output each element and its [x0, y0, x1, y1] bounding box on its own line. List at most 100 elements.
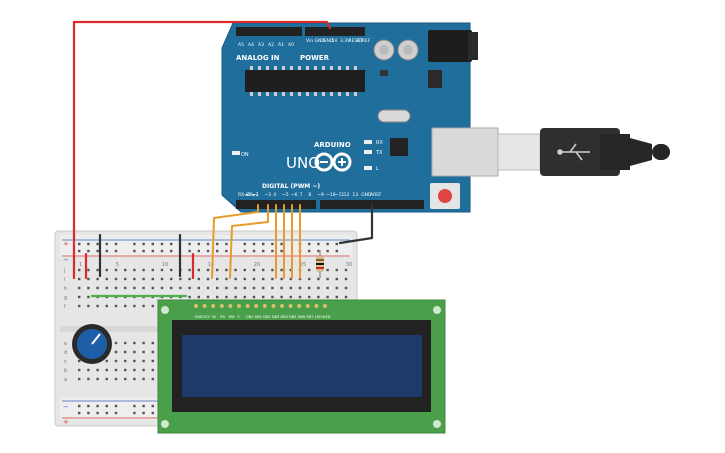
grid-hole: [197, 295, 200, 299]
grid-hole: [105, 286, 108, 290]
rail-hole: [170, 249, 173, 253]
rail-hole: [225, 242, 228, 246]
grid-hole: [335, 286, 338, 290]
grid-hole: [133, 350, 136, 354]
row-letter: e: [64, 341, 67, 347]
grid-hole: [326, 268, 329, 272]
rail-hole: [262, 249, 265, 253]
grid-hole: [188, 295, 191, 299]
grid-hole: [114, 359, 118, 363]
grid-hole: [289, 268, 292, 272]
grid-hole: [280, 295, 283, 299]
rail-hole: [78, 242, 81, 246]
lcd-pin-label: DB2: [263, 315, 270, 319]
lcd-pin-label: DB7: [306, 315, 313, 319]
pin-label: 13: [352, 192, 358, 198]
pin-label: GND: [323, 38, 334, 44]
rail-hole: [252, 242, 256, 246]
rail-hole: [142, 249, 145, 253]
wire-5v: [72, 20, 332, 280]
lcd-pin: [211, 304, 216, 308]
grid-hole: [142, 377, 145, 381]
grid-hole: [206, 286, 210, 290]
lcd-pin-label: DB1: [255, 315, 262, 319]
grid-hole: [252, 268, 256, 272]
resistor: [316, 250, 324, 278]
rail-hole: [280, 242, 283, 246]
rail-hole: [308, 242, 311, 246]
arduino-uno: UNO ARDUINO ON RX TX L POWER ANALOG IN D…: [221, 22, 478, 213]
grid-hole: [78, 286, 81, 290]
grid-hole: [289, 277, 292, 281]
pin-label: IOREF: [357, 38, 371, 44]
grid-hole: [225, 268, 228, 272]
grid-hole: [243, 268, 246, 272]
usb-icon: [557, 143, 590, 161]
grid-hole: [142, 341, 145, 345]
column-number: 1: [79, 262, 82, 268]
grid-hole: [124, 350, 127, 354]
grid-hole: [234, 277, 237, 281]
arduino-logo: [314, 152, 352, 172]
pin-label: 3.3V: [340, 38, 351, 44]
grid-hole: [170, 286, 173, 290]
pin-label: A4: [248, 42, 254, 48]
pin-label: RX◄0: [238, 192, 251, 198]
grid-hole: [317, 286, 320, 290]
grid-hole: [105, 304, 108, 308]
lcd-pin: [202, 304, 207, 308]
pin-label: Vin: [306, 38, 313, 44]
grid-hole: [87, 368, 90, 372]
grid-hole: [124, 268, 127, 272]
potentiometer[interactable]: [72, 324, 112, 364]
rail-hole: [151, 411, 154, 415]
grid-hole: [124, 341, 127, 345]
rail-hole: [114, 249, 118, 253]
lcd-pin-label: RS: [220, 315, 225, 319]
lcd-pin-label: RW: [229, 315, 235, 319]
rail-hole: [206, 242, 210, 246]
rail-plus-label-bottom: +: [63, 418, 69, 426]
row-letter: d: [64, 350, 67, 356]
grid-hole: [308, 295, 311, 299]
board-model-label: UNO: [286, 154, 320, 172]
grid-hole: [142, 268, 145, 272]
lcd-pin: [262, 304, 267, 308]
pin-label: ~9: [317, 192, 324, 198]
row-letter: c: [64, 359, 67, 365]
rail-hole: [78, 404, 81, 408]
pin-label: ~11: [335, 192, 345, 198]
pin-label: 4: [273, 192, 276, 198]
grid-hole: [133, 277, 136, 281]
grid-hole: [197, 286, 200, 290]
grid-hole: [234, 268, 237, 272]
rail-hole: [262, 242, 265, 246]
on-led-label: ON: [241, 152, 249, 158]
rail-hole: [87, 411, 90, 415]
grid-hole: [188, 268, 191, 272]
rail-hole: [133, 242, 136, 246]
rail-minus-label-bottom: −: [63, 403, 69, 411]
lcd-pin-label: E: [238, 315, 240, 319]
grid-hole: [243, 277, 246, 281]
column-number: 20: [254, 262, 260, 268]
grid-hole: [160, 286, 164, 290]
board-brand-label: ARDUINO: [314, 141, 351, 149]
rail-hole: [87, 404, 90, 408]
rail-hole: [105, 411, 108, 415]
lcd-pin-label: DB0: [246, 315, 253, 319]
analog-header-label: ANALOG IN: [236, 54, 280, 62]
rail-hole: [151, 249, 154, 253]
grid-hole: [114, 368, 118, 372]
pin-label: A2: [268, 42, 274, 48]
usb-cable: [431, 127, 670, 177]
grid-hole: [252, 286, 256, 290]
lcd-pin: [219, 304, 224, 308]
column-number: 25: [300, 262, 306, 268]
grid-hole: [124, 377, 127, 381]
rail-hole: [216, 249, 219, 253]
grid-hole: [326, 295, 329, 299]
grid-hole: [344, 295, 348, 299]
grid-hole: [78, 377, 81, 381]
